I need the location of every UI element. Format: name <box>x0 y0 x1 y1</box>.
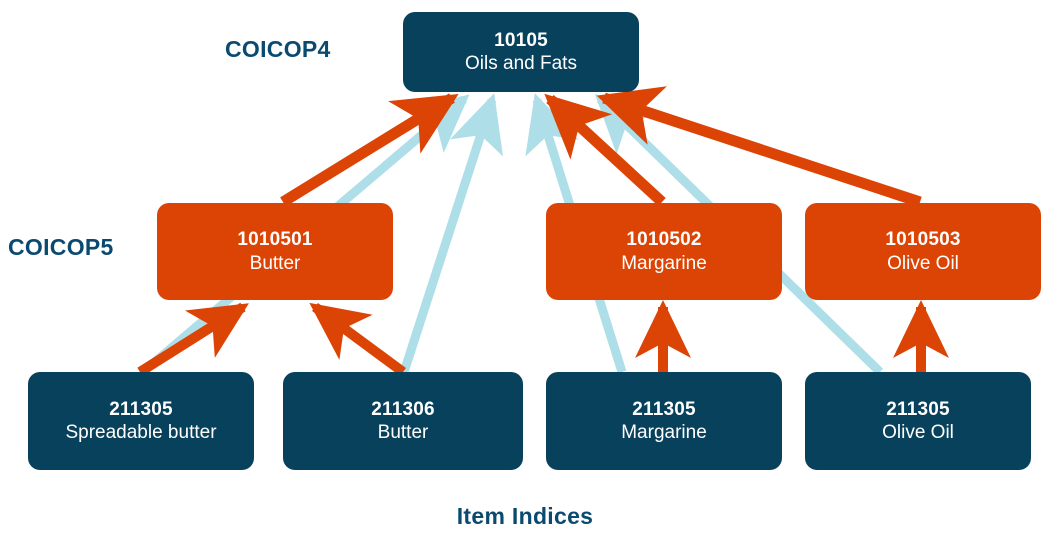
node-1010501-butter[interactable]: 1010501 Butter <box>157 203 393 300</box>
edge-1010501-to-oils-and-fats <box>280 93 459 207</box>
node-211306-butter[interactable]: 211306 Butter <box>283 372 523 470</box>
node-code: 211306 <box>371 398 435 420</box>
node-name: Margarine <box>621 252 707 274</box>
node-211305-olive-oil[interactable]: 211305 Olive Oil <box>805 372 1031 470</box>
level-label-item-indices: Item Indices <box>456 503 594 529</box>
edge-butter-item-to-oils-and-fats <box>399 93 504 374</box>
edge-1010502-to-oils-and-fats <box>544 93 666 207</box>
node-code: 1010501 <box>237 229 313 251</box>
node-211305-margarine[interactable]: 211305 Margarine <box>546 372 782 470</box>
node-name: Spreadable butter <box>65 422 217 443</box>
node-code: 10105 <box>494 29 548 51</box>
node-10105-oils-and-fats[interactable]: 10105 Oils and Fats <box>403 12 639 92</box>
level-label-coicop5: COICOP5 <box>8 234 114 260</box>
node-name: Olive Oil <box>882 422 954 443</box>
node-name: Margarine <box>621 422 707 443</box>
node-1010503-olive-oil[interactable]: 1010503 Olive Oil <box>805 203 1041 300</box>
node-name: Butter <box>249 252 301 274</box>
level-label-coicop4: COICOP4 <box>225 36 331 62</box>
edge-butter-item-to-1010501 <box>309 302 406 377</box>
node-211305-spreadable-butter[interactable]: 211305 Spreadable butter <box>28 372 254 470</box>
node-code: 211305 <box>632 398 696 420</box>
edge-1010503-to-oils-and-fats <box>596 86 922 208</box>
orange-coicop5-edges <box>280 86 922 208</box>
edge-spreadable-butter-to-1010501 <box>137 302 249 377</box>
node-name: Oils and Fats <box>465 53 577 74</box>
node-code: 1010502 <box>626 229 702 251</box>
node-code: 211305 <box>109 398 173 420</box>
node-code: 1010503 <box>885 229 961 251</box>
node-1010502-margarine[interactable]: 1010502 Margarine <box>546 203 782 300</box>
orange-item-edges <box>137 299 950 377</box>
node-code: 211305 <box>886 398 950 420</box>
node-name: Olive Oil <box>887 252 959 274</box>
node-name: Butter <box>377 422 429 443</box>
